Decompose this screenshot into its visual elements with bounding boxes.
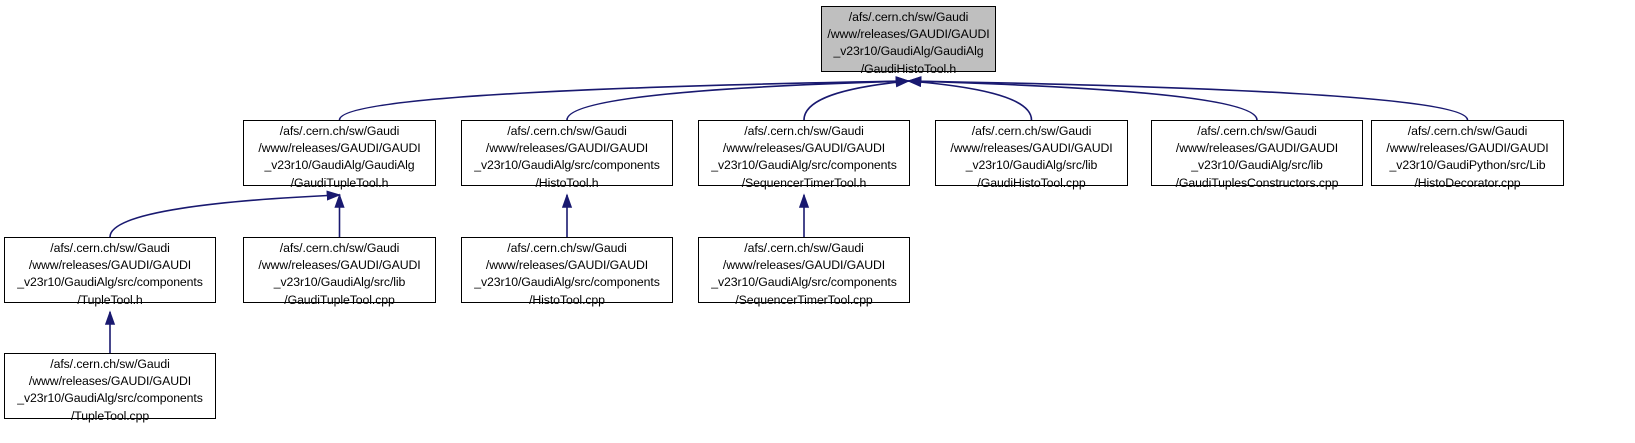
- node-label-line: /HistoTool.cpp: [529, 292, 605, 307]
- node-label-line: _v23r10/GaudiAlg/src/lib: [965, 158, 1098, 173]
- graph-node-gaudihistotool-cpp[interactable]: /afs/.cern.ch/sw/Gaudi/www/releases/GAUD…: [935, 120, 1128, 190]
- graph-node-gauditupletool-h[interactable]: /afs/.cern.ch/sw/Gaudi/www/releases/GAUD…: [243, 120, 436, 190]
- edge-gaudituplesconstructors-cpp-to-root: [906, 76, 1258, 121]
- node-label-line: /www/releases/GAUDI/GAUDI: [1175, 141, 1339, 156]
- node-label-line: /afs/.cern.ch/sw/Gaudi: [279, 241, 400, 255]
- graph-node-tupletool-cpp[interactable]: /afs/.cern.ch/sw/Gaudi/www/releases/GAUD…: [4, 353, 216, 423]
- node-label-line: /www/releases/GAUDI/GAUDI: [1386, 141, 1549, 156]
- node-label-line: /www/releases/GAUDI/GAUDI: [258, 258, 421, 273]
- node-label-line: /GaudiTupleTool.h: [290, 175, 389, 190]
- node-label-line: /www/releases/GAUDI/GAUDI: [950, 141, 1113, 156]
- graph-node-histotool-cpp[interactable]: /afs/.cern.ch/sw/Gaudi/www/releases/GAUD…: [461, 237, 673, 307]
- edge-histotool-h-to-root: [566, 76, 911, 121]
- edge-gauditupletool-h-to-root: [338, 76, 911, 121]
- node-label-line: /afs/.cern.ch/sw/Gaudi: [507, 124, 627, 138]
- graph-node-histotool-h[interactable]: /afs/.cern.ch/sw/Gaudi/www/releases/GAUD…: [461, 120, 673, 190]
- node-label-line: /afs/.cern.ch/sw/Gaudi: [279, 124, 400, 138]
- node-label-line: _v23r10/GaudiAlg/src/components: [17, 391, 203, 406]
- node-label-line: /afs/.cern.ch/sw/Gaudi: [50, 241, 170, 255]
- node-label-line: /www/releases/GAUDI/GAUDI: [258, 141, 421, 156]
- edge-histodecorator-cpp-to-root: [906, 76, 1469, 121]
- node-label-line: /afs/.cern.ch/sw/Gaudi: [50, 357, 170, 371]
- graph-node-sequencertimertool-cpp[interactable]: /afs/.cern.ch/sw/Gaudi/www/releases/GAUD…: [698, 237, 910, 307]
- edge-tupletool-h-to-gauditupletool-h: [109, 190, 342, 238]
- node-label-line: _v23r10/GaudiAlg/src/components: [17, 275, 203, 290]
- node-label-line: _v23r10/GaudiPython/src/Lib: [1389, 158, 1546, 173]
- graph-node-tupletool-h[interactable]: /afs/.cern.ch/sw/Gaudi/www/releases/GAUD…: [4, 237, 216, 307]
- graph-node-sequencertimertool-h[interactable]: /afs/.cern.ch/sw/Gaudi/www/releases/GAUD…: [698, 120, 910, 190]
- node-label-line: /SequencerTimerTool.cpp: [735, 292, 873, 307]
- node-label-line: /www/releases/GAUDI/GAUDI: [827, 27, 990, 42]
- node-label-line: /TupleTool.cpp: [70, 408, 150, 423]
- node-label-line: /www/releases/GAUDI/GAUDI: [722, 258, 886, 273]
- node-label-line: /SequencerTimerTool.h: [741, 175, 867, 190]
- node-label-line: _v23r10/GaudiAlg/src/lib: [273, 275, 406, 290]
- node-label-line: /GaudiHistoTool.cpp: [977, 175, 1086, 190]
- node-label-line: /afs/.cern.ch/sw/Gaudi: [744, 241, 864, 255]
- node-label-line: _v23r10/GaudiAlg/src/lib: [1191, 158, 1323, 173]
- node-label-line: /afs/.cern.ch/sw/Gaudi: [848, 10, 969, 24]
- node-label-line: /GaudiTuplesConstructors.cpp: [1175, 175, 1339, 190]
- graph-node-gaudihistotool-h[interactable]: /afs/.cern.ch/sw/Gaudi/www/releases/GAUD…: [821, 6, 996, 76]
- node-label-line: /GaudiHistoTool.h: [860, 61, 957, 76]
- node-label-line: /www/releases/GAUDI/GAUDI: [485, 258, 649, 273]
- node-label-line: /www/releases/GAUDI/GAUDI: [28, 374, 192, 389]
- node-label-line: /www/releases/GAUDI/GAUDI: [28, 258, 192, 273]
- node-label-line: /afs/.cern.ch/sw/Gaudi: [744, 124, 864, 138]
- node-label-line: /afs/.cern.ch/sw/Gaudi: [1407, 124, 1528, 138]
- node-label-line: /HistoDecorator.cpp: [1414, 175, 1521, 190]
- node-label-line: /afs/.cern.ch/sw/Gaudi: [1197, 124, 1317, 138]
- graph-node-gauditupletool-cpp[interactable]: /afs/.cern.ch/sw/Gaudi/www/releases/GAUD…: [243, 237, 436, 307]
- node-label-line: _v23r10/GaudiAlg/src/components: [711, 158, 897, 173]
- node-label-line: _v23r10/GaudiAlg/src/components: [474, 275, 660, 290]
- node-label-line: /afs/.cern.ch/sw/Gaudi: [507, 241, 627, 255]
- node-label-line: /afs/.cern.ch/sw/Gaudi: [971, 124, 1092, 138]
- node-label-line: /TupleTool.h: [77, 292, 143, 307]
- edge-gaudihistotool-cpp-to-root: [906, 76, 1033, 121]
- node-label-line: /www/releases/GAUDI/GAUDI: [722, 141, 886, 156]
- edge-sequencertimertool-h-to-root: [803, 77, 911, 121]
- node-label-line: /HistoTool.h: [535, 175, 599, 190]
- node-label-line: /www/releases/GAUDI/GAUDI: [485, 141, 649, 156]
- node-label-line: /GaudiTupleTool.cpp: [284, 292, 395, 307]
- node-label-line: _v23r10/GaudiAlg/GaudiAlg: [833, 44, 984, 59]
- graph-node-gaudituplesconstructors-cpp[interactable]: /afs/.cern.ch/sw/Gaudi/www/releases/GAUD…: [1151, 120, 1363, 190]
- node-label-line: _v23r10/GaudiAlg/src/components: [711, 275, 897, 290]
- node-label-line: _v23r10/GaudiAlg/GaudiAlg: [264, 158, 415, 173]
- graph-node-histodecorator-cpp[interactable]: /afs/.cern.ch/sw/Gaudi/www/releases/GAUD…: [1371, 120, 1564, 190]
- node-label-line: _v23r10/GaudiAlg/src/components: [474, 158, 660, 173]
